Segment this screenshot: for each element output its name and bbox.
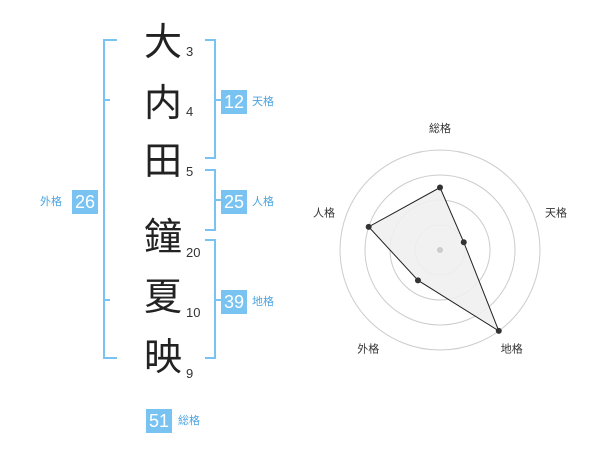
- radar-grid-ring-4: [339, 149, 541, 351]
- surname-strokes-3: 5: [186, 164, 194, 179]
- gaikaku-value: 26: [72, 190, 99, 214]
- radar-axis-label-3: 外格: [357, 342, 379, 356]
- radar-point-1: [460, 239, 467, 246]
- radar-axis-label-4: 人格: [313, 205, 335, 219]
- given-strokes-3: 9: [186, 366, 194, 381]
- radar-axis-label-1: 天格: [545, 205, 567, 219]
- surname-char-1: 大: [143, 20, 182, 64]
- given-char-2: 夏: [143, 275, 182, 319]
- tenkaku-label: 天格: [252, 95, 274, 108]
- given-strokes-2: 10: [186, 305, 201, 320]
- soukaku-label: 総格: [178, 414, 200, 427]
- given-char-3: 映: [143, 335, 182, 379]
- chikaku-label: 地格: [252, 295, 274, 308]
- jinkaku-value: 25: [221, 190, 248, 214]
- tenkaku-value: 12: [221, 90, 248, 114]
- jinkaku-label: 人格: [252, 195, 274, 208]
- radar-point-3: [414, 277, 421, 284]
- surname-char-2: 内: [143, 81, 182, 125]
- radar-center-dot: [437, 247, 443, 253]
- radar-grid-ring-3: [364, 174, 516, 326]
- radar-axis-label-2: 地格: [501, 342, 523, 356]
- soukaku-value: 51: [146, 409, 173, 433]
- radar-point-4: [365, 223, 372, 230]
- given-strokes-1: 20: [186, 245, 201, 260]
- surname-strokes-1: 3: [186, 44, 194, 59]
- gaikaku-label: 外格: [40, 195, 62, 208]
- radar-axis-label-0: 総格: [429, 121, 451, 135]
- radar-point-2: [495, 327, 502, 334]
- radar-point-0: [437, 184, 443, 191]
- given-char-1: 鐘: [143, 215, 182, 259]
- chikaku-value: 39: [221, 290, 248, 314]
- surname-char-3: 田: [143, 139, 182, 183]
- gaikaku-bracket: [103, 39, 117, 359]
- surname-strokes-2: 4: [186, 104, 194, 119]
- radar-polygon: [367, 186, 500, 333]
